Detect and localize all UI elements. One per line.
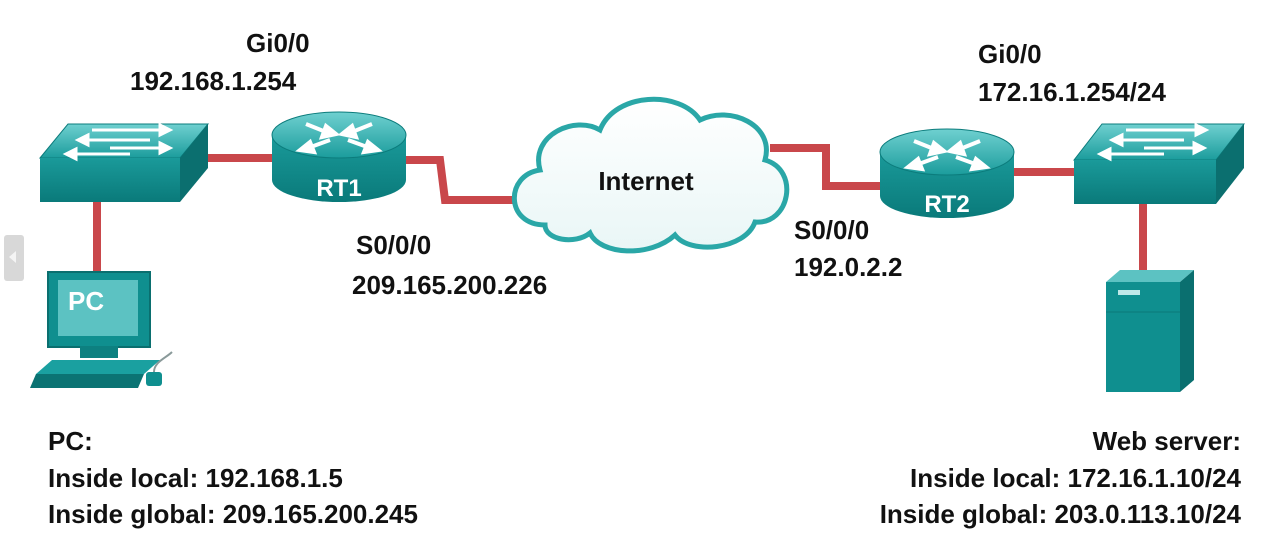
pc-device[interactable]: PC	[30, 271, 173, 388]
server-inside-global: Inside global: 203.0.113.10/24	[879, 499, 1241, 529]
chevron-left-icon	[9, 251, 16, 263]
rt1-gi-ip-label: 192.168.1.254	[130, 66, 297, 96]
internet-cloud-label: Internet	[598, 166, 694, 196]
switch-right[interactable]	[1072, 122, 1246, 204]
router-arrows-icon	[295, 122, 383, 155]
link-internet-rt2	[770, 144, 884, 190]
router-rt2[interactable]: RT2	[879, 128, 1015, 218]
internet-cloud[interactable]: Internet	[511, 96, 790, 254]
pc-inside-local: Inside local: 192.168.1.5	[48, 463, 343, 493]
router-arrows-icon	[903, 139, 991, 172]
rt1-serial-ip-label: 209.165.200.226	[352, 270, 548, 300]
rt2-serial-interface-label: S0/0/0	[794, 215, 870, 245]
rt2-serial-ip-label: 192.0.2.2	[794, 252, 903, 282]
switch-arrows-icon	[62, 122, 174, 162]
links	[93, 144, 1147, 272]
server-info-heading: Web server:	[1092, 426, 1241, 456]
rt2-gi-interface-label: Gi0/0	[978, 39, 1042, 69]
pc-inside-global: Inside global: 209.165.200.245	[48, 499, 418, 529]
pc-screen-label: PC	[68, 286, 104, 316]
link-rt1-internet	[405, 156, 525, 204]
pc-info-heading: PC:	[48, 426, 93, 456]
router-rt1-label: RT1	[316, 175, 361, 202]
server-inside-local: Inside local: 172.16.1.10/24	[910, 463, 1241, 493]
switch-left[interactable]	[38, 122, 210, 202]
router-rt2-label: RT2	[924, 191, 969, 218]
rt2-gi-ip-label: 172.16.1.254/24	[978, 77, 1166, 107]
rt1-serial-interface-label: S0/0/0	[356, 230, 432, 260]
rt1-gi-interface-label: Gi0/0	[246, 28, 310, 58]
side-collapse-tab[interactable]	[4, 235, 24, 281]
router-rt1[interactable]: RT1	[271, 111, 407, 202]
switch-arrows-icon	[1096, 122, 1210, 162]
web-server-device[interactable]	[1106, 270, 1194, 392]
